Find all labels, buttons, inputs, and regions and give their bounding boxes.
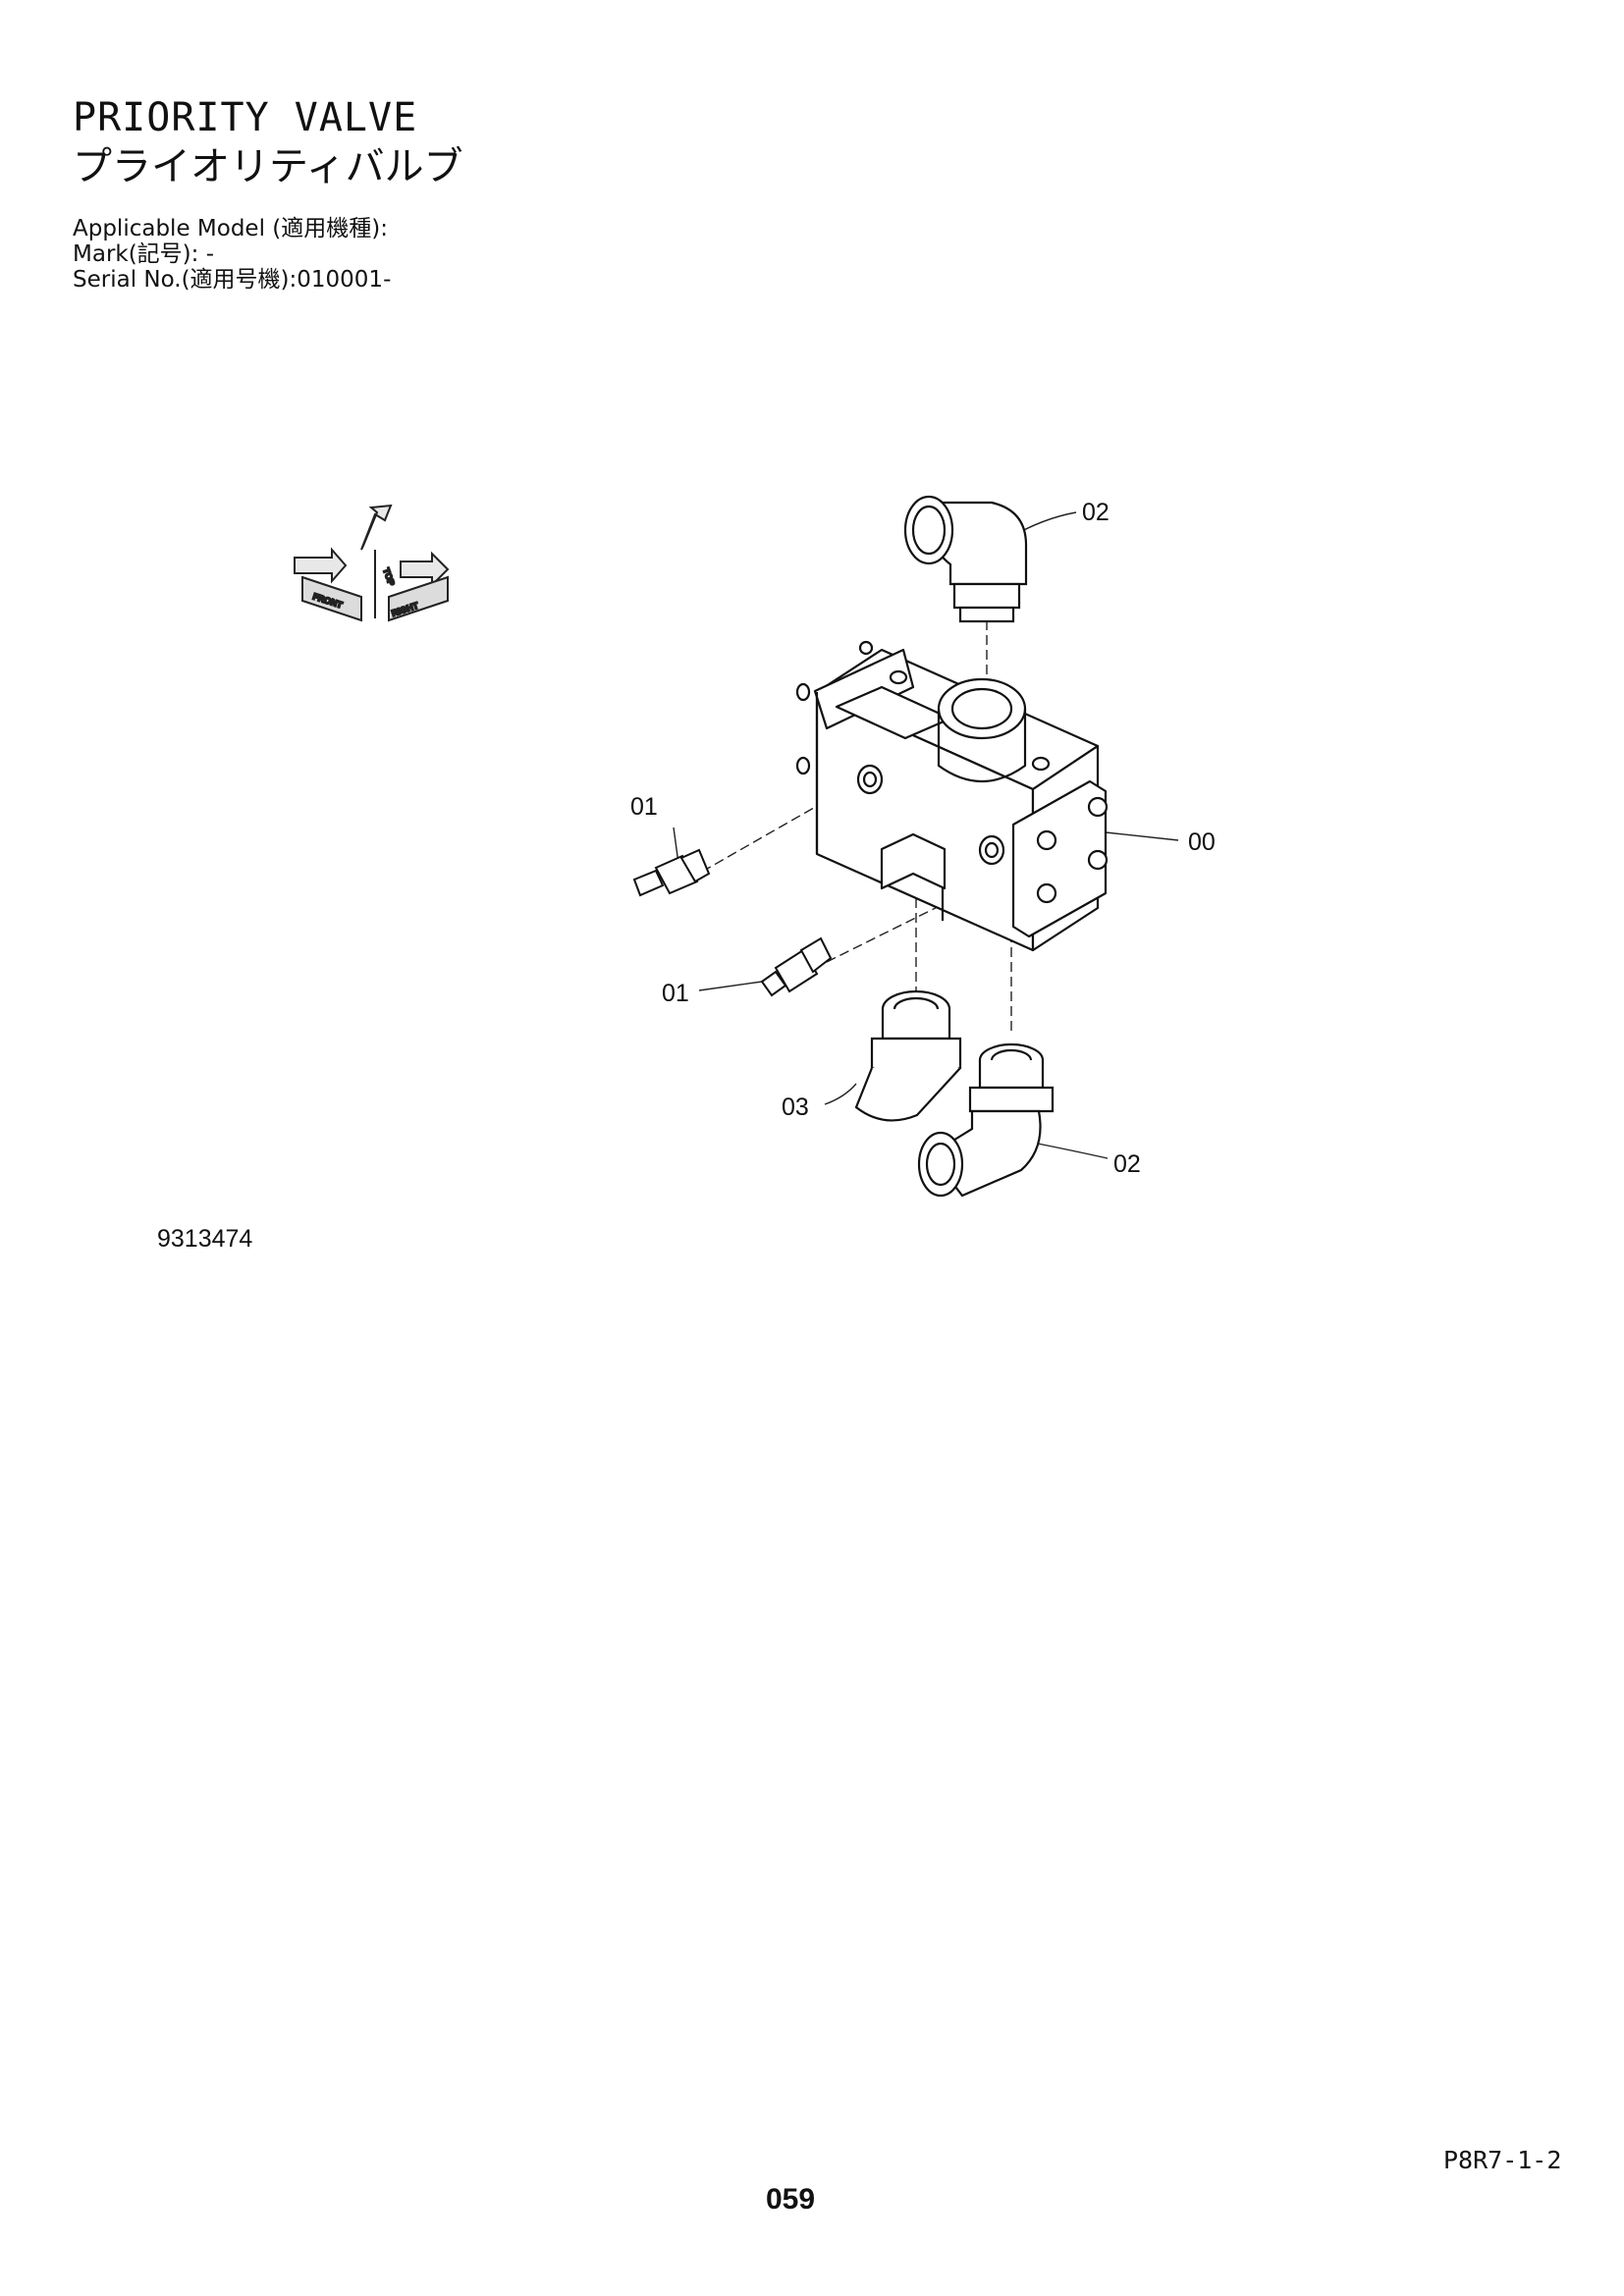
page-title-japanese: プライオリティバルブ — [73, 144, 463, 189]
callout-00: 00 — [1188, 828, 1216, 856]
callout-02-upper: 02 — [1082, 499, 1110, 526]
drawing-id: 9313474 — [157, 1225, 253, 1253]
fitting-01-lower — [760, 936, 833, 997]
callout-01-upper: 01 — [630, 793, 658, 821]
applicability-info: Applicable Model (適用機種): Mark(記号): - Ser… — [73, 216, 463, 293]
page-title: PRIORITY VALVE — [73, 95, 418, 140]
elbow-fitting-bottom — [917, 1042, 1055, 1198]
applicable-model-label: Applicable Model (適用機種): — [73, 216, 388, 241]
orientation-indicator-icon: FRONT RIGHT TOP — [294, 504, 450, 622]
serial-number-label: Serial No.(適用号機):010001- — [73, 267, 392, 293]
adapter-fitting — [854, 989, 962, 1122]
mark-label: Mark(記号): - — [73, 241, 215, 267]
page-number: 059 — [766, 2183, 816, 2216]
header: PRIORITY VALVE プライオリティバルブ Applicable Mod… — [73, 94, 463, 293]
callout-01-lower: 01 — [662, 980, 689, 1007]
page-code: P8R7-1-2 — [1443, 2146, 1562, 2174]
fitting-01-upper — [632, 848, 711, 897]
callout-03: 03 — [782, 1094, 809, 1121]
callout-02-lower: 02 — [1113, 1150, 1141, 1178]
priority-valve-block — [795, 640, 1109, 952]
elbow-fitting-top — [903, 495, 1028, 623]
orientation-top-label: TOP — [381, 566, 397, 587]
